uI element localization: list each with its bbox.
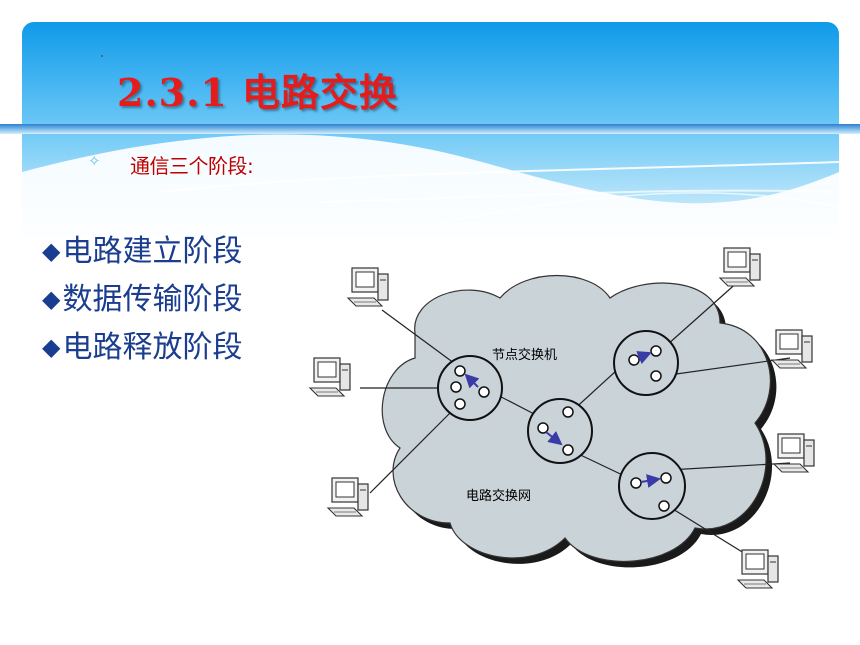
- node-switch-label: 节点交换机: [492, 347, 557, 363]
- host-computer: [327, 477, 369, 517]
- header-rule: [0, 124, 860, 134]
- page-title: 2.3.1 电路交换: [117, 70, 399, 115]
- diamond-bullet-icon: ◆: [42, 333, 61, 361]
- host-computer: [719, 247, 761, 287]
- subtitle: 通信三个阶段:: [130, 154, 254, 178]
- phase-label: 数据传输阶段: [62, 282, 243, 317]
- host-computer: [773, 433, 815, 473]
- switch-node-left: [437, 355, 503, 421]
- switch-node-top-right: [613, 330, 679, 396]
- phase-list: ◆电路建立阶段 ◆数据传输阶段 ◆电路释放阶段: [42, 228, 242, 372]
- switch-node-bottom-right: [618, 452, 686, 520]
- header-wave-decoration: [22, 134, 839, 238]
- host-computer: [347, 267, 389, 307]
- phase-label: 电路建立阶段: [62, 234, 243, 269]
- network-label: 电路交换网: [466, 488, 531, 504]
- diamond-bullet-icon: ◆: [42, 237, 61, 265]
- phase-item-transfer: ◆数据传输阶段: [42, 276, 242, 324]
- diamond-bullet-icon: ◆: [42, 285, 61, 313]
- host-computer: [737, 549, 779, 589]
- subtitle-bullet-icon: ✧: [88, 152, 101, 170]
- switch-node-center: [527, 398, 593, 464]
- host-computer: [309, 357, 351, 397]
- phase-label: 电路释放阶段: [62, 330, 243, 365]
- phase-item-setup: ◆电路建立阶段: [42, 228, 242, 276]
- header-dot: [101, 55, 103, 57]
- host-computer: [771, 329, 813, 369]
- circuit-switching-diagram: 节点交换机 电路交换网: [309, 247, 815, 589]
- host-links: [360, 279, 791, 564]
- phase-item-release: ◆电路释放阶段: [42, 324, 242, 372]
